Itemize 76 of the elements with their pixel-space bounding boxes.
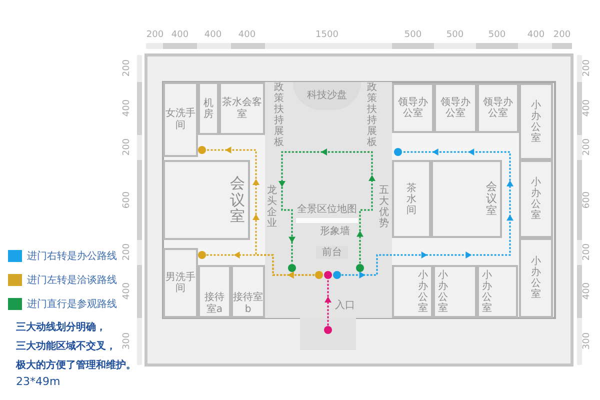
- dimension-label: 500: [446, 30, 464, 40]
- dimension-label: 300: [122, 332, 132, 350]
- dimension-label: 200: [122, 59, 132, 77]
- room-label: 小办公室: [531, 177, 541, 221]
- dimension-label: 400: [582, 282, 592, 300]
- legend-label: 进门直行是参观路线: [27, 298, 117, 311]
- dimension-label: 500: [488, 30, 506, 40]
- room-label: 接待室a: [204, 292, 226, 315]
- dimension-label: 200: [582, 243, 592, 261]
- room: [433, 265, 477, 318]
- room: [434, 83, 477, 133]
- dimension-label: 400: [204, 30, 222, 40]
- dimension-label: 1500: [316, 30, 338, 40]
- note-text: 三大功能区域不交叉，: [16, 339, 116, 353]
- room: [163, 160, 250, 240]
- room-label: 领导办公室: [440, 96, 472, 120]
- dimension-label: 400: [122, 99, 132, 117]
- room: [519, 160, 553, 238]
- dimension-label: 200: [122, 138, 132, 156]
- legend-label: 进门右转是办公路线: [27, 250, 117, 263]
- dimension-label: 200: [582, 138, 592, 156]
- room-label: 前台: [322, 246, 342, 258]
- room-label: 小办公室: [482, 270, 492, 314]
- room-label: 茶水间: [406, 182, 416, 216]
- note-text: 三大动线划分明确，: [16, 320, 106, 334]
- exhibit-label: 五大优势: [378, 185, 390, 231]
- room: [519, 238, 553, 318]
- exhibit-label: 政策扶持展板: [273, 82, 285, 150]
- dimension-label: 600: [582, 191, 592, 209]
- dimension-label: 200: [122, 243, 132, 261]
- room: [392, 83, 434, 133]
- room-label: 小办公室: [418, 270, 428, 314]
- room: [231, 265, 265, 318]
- dimension-label: 200: [553, 30, 571, 40]
- room: [392, 160, 431, 238]
- dimension-label: 400: [122, 282, 132, 300]
- dimension-label: 200: [146, 30, 164, 40]
- dimension-label: 400: [582, 99, 592, 117]
- room-label: 科技沙盘: [307, 90, 347, 102]
- room-label: 小办公室: [531, 256, 541, 300]
- room: [431, 160, 502, 238]
- room: [477, 265, 518, 318]
- dimension-label: 400: [527, 30, 545, 40]
- room: [519, 83, 553, 160]
- legend-label: 进门左转是洽谈路线: [27, 274, 117, 287]
- room: [198, 82, 219, 135]
- dimension-label: 400: [238, 30, 256, 40]
- dimension-label: 500: [404, 30, 422, 40]
- room: [163, 82, 198, 157]
- dimension-label: 200: [582, 59, 592, 77]
- exhibit-label: 形象墙: [310, 226, 360, 239]
- room-label: 会议室: [486, 180, 497, 218]
- room-label: 接待室b: [233, 292, 263, 315]
- room-label: 小办公室: [531, 100, 541, 144]
- exhibit-label: 政策扶持展板: [366, 82, 378, 150]
- room-label: 女洗手间: [165, 108, 196, 131]
- room-label: 领导办公室: [397, 96, 429, 120]
- room: [219, 82, 265, 135]
- room-label: 领导办公室: [482, 96, 514, 120]
- room: [392, 265, 433, 318]
- note-text: 极大的方便了管理和维护。: [16, 358, 136, 372]
- dimension-label: 400: [171, 30, 189, 40]
- room: [163, 248, 198, 318]
- room: [477, 83, 519, 133]
- dimension-label: 300: [582, 332, 592, 350]
- room: [198, 265, 231, 318]
- exhibit-label: 全景区位地图: [296, 204, 358, 223]
- room-label: 小办公室: [438, 270, 448, 314]
- room-label: 机房: [204, 98, 214, 120]
- room-label: 茶水会客室: [221, 97, 263, 120]
- room-label: 会议室: [230, 175, 245, 225]
- dimension-label: 600: [122, 191, 132, 209]
- exhibit-label: 龙头企业: [266, 185, 278, 231]
- note-text: 23*49m: [16, 375, 60, 388]
- exhibit-label: 入口: [333, 300, 357, 313]
- room-label: 男洗手间: [165, 272, 196, 294]
